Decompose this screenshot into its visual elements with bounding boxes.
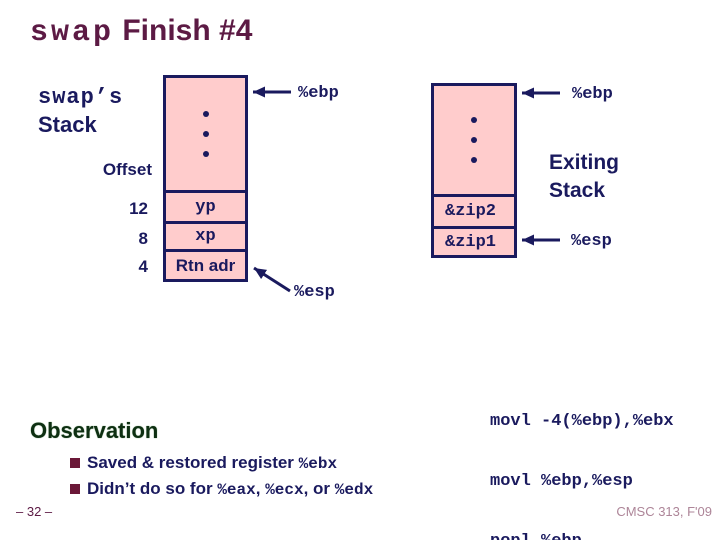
bullet-1-seg-text: Saved & restored register [87, 453, 299, 472]
observation-bullet-1: Saved & restored register %ebx [70, 453, 337, 473]
stack-ellipsis-cell [166, 78, 245, 190]
stack-cell-xp: xp [166, 221, 245, 249]
page-title: swap Finish #4 [30, 14, 252, 50]
ellipsis-dot [471, 117, 477, 123]
code-line-2: movl %ebp,%esp [490, 472, 633, 491]
left-ebp-label: %ebp [298, 84, 339, 103]
bullet-2-seg-text: Didn’t do so for [87, 479, 218, 498]
title-code-word: swap [30, 16, 115, 50]
exiting-stack-label-line2: Stack [549, 179, 606, 202]
offset-value-4: 4 [138, 257, 148, 276]
code-line-1: movl -4(%ebp),%ebx [490, 412, 674, 431]
title-rest: Finish #4 [114, 14, 253, 47]
bullet-2-seg-register-eax: %eax [217, 481, 256, 499]
observation-heading: Observation [30, 418, 159, 443]
stack-ellipsis-cell [434, 86, 514, 194]
offset-label: Offset [102, 160, 152, 179]
offset-value-12: 12 [129, 199, 148, 218]
ellipsis-dot [202, 151, 209, 157]
stack-cell-rtn-adr: Rtn adr [166, 249, 245, 279]
right-esp-label: %esp [571, 232, 612, 251]
offset-value-8: 8 [138, 229, 148, 248]
bullet-2-seg-comma: , [255, 479, 266, 498]
course-footer: CMSC 313, F'09 [616, 504, 712, 519]
observation-bullet-2: Didn’t do so for %eax, %ecx, or %edx [70, 479, 373, 499]
bullet-2-seg-or: , or [303, 479, 335, 498]
stack-cell-yp: yp [166, 190, 245, 221]
bullet-square-icon [70, 458, 80, 468]
bullet-2-text: Didn’t do so for %eax, %ecx, or %edx [87, 479, 373, 499]
bullet-1-text: Saved & restored register %ebx [87, 453, 337, 473]
bullet-1-seg-register: %ebx [298, 455, 338, 473]
exiting-stack-diagram: &zip2 &zip1 [431, 83, 517, 258]
bullet-square-icon [70, 484, 80, 494]
code-line-3: popl %ebp [490, 532, 674, 540]
left-stack-label-line1: swap’s [38, 85, 124, 110]
right-ebp-label: %ebp [572, 85, 613, 104]
bullet-2-seg-register-ecx: %ecx [265, 481, 304, 499]
ellipsis-dot [202, 131, 209, 137]
left-stack-label-line2: Stack [38, 112, 97, 137]
left-stack-label: swap’s Stack [38, 84, 123, 138]
left-esp-arrow [253, 266, 291, 293]
assembly-code-block: movl -4(%ebp),%ebx movl %ebp,%esp popl %… [490, 372, 674, 540]
stack-cell-zip1: &zip1 [434, 226, 514, 255]
exiting-stack-label: Exiting Stack [549, 149, 619, 205]
bullet-2-seg-register-edx: %edx [334, 481, 374, 499]
left-esp-label: %esp [294, 283, 335, 302]
ellipsis-dot [471, 157, 477, 163]
page-number: – 32 – [16, 504, 53, 519]
ellipsis-dot [471, 137, 477, 143]
swap-stack-diagram: yp xp Rtn adr [163, 75, 248, 282]
ellipsis-dot [202, 111, 209, 117]
stack-cell-zip2: &zip2 [434, 194, 514, 226]
exiting-stack-label-line1: Exiting [549, 151, 620, 174]
